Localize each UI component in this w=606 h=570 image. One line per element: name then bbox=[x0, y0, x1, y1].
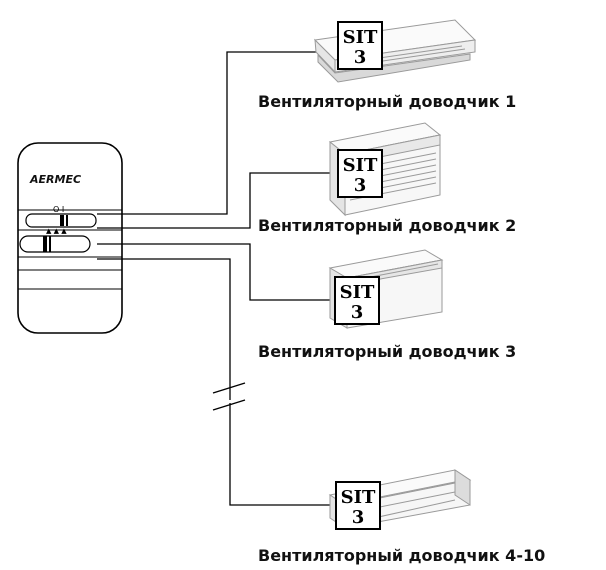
speed-selector[interactable] bbox=[19, 235, 91, 253]
wire-unit-1 bbox=[97, 51, 338, 215]
brand-logo: AERMEC bbox=[29, 173, 81, 186]
unit-label-1: Вентиляторный доводчик 1 bbox=[258, 92, 517, 111]
sit-module-4: SIT 3 bbox=[335, 481, 381, 530]
wire-unit-3 bbox=[97, 243, 335, 301]
controller-panel: AERMEC O I ▲ ▲ ▲ bbox=[17, 142, 123, 334]
wire-unit-4a bbox=[97, 258, 231, 400]
unit-label-3: Вентиляторный доводчик 3 bbox=[258, 342, 517, 361]
sit-module-1-line1: SIT bbox=[343, 27, 378, 48]
sit-module-4-line2: 3 bbox=[352, 507, 365, 528]
sit-module-1-line2: 3 bbox=[354, 47, 367, 68]
switch-symbols: O I bbox=[53, 205, 64, 214]
unit-label-4-10: Вентиляторный доводчик 4-10 bbox=[258, 546, 546, 565]
wiring-lines bbox=[97, 51, 338, 506]
sit-module-4-line1: SIT bbox=[341, 487, 376, 508]
unit-label-2: Вентиляторный доводчик 2 bbox=[258, 216, 517, 235]
sit-module-3-line1: SIT bbox=[340, 282, 375, 303]
sit-module-3: SIT 3 bbox=[334, 276, 380, 325]
sit-module-1: SIT 3 bbox=[337, 21, 383, 70]
wire-unit-2 bbox=[97, 172, 338, 229]
sit-module-2-line1: SIT bbox=[343, 155, 378, 176]
sit-module-2-line2: 3 bbox=[354, 175, 367, 196]
speed-symbols: ▲ ▲ ▲ bbox=[46, 227, 67, 235]
power-switch[interactable] bbox=[25, 213, 97, 228]
wire-unit-4b bbox=[229, 403, 336, 506]
sit-module-3-line2: 3 bbox=[351, 302, 364, 323]
sit-module-2: SIT 3 bbox=[337, 149, 383, 198]
line-break-mark bbox=[212, 382, 246, 411]
